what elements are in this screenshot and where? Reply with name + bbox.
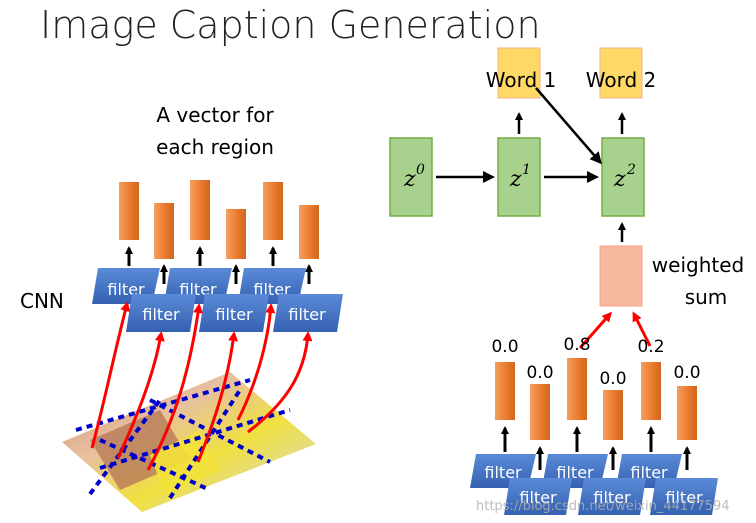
state-z2-sup: 2 [626, 162, 636, 178]
filter-label: filter [665, 488, 703, 507]
decoder-arrows [436, 87, 626, 242]
left-filters-front: filter filter filter [126, 294, 343, 332]
feature-vector-bar [530, 384, 550, 440]
vector-caption-line1: A vector for [156, 103, 274, 127]
state-z2 [601, 137, 645, 217]
feature-vector-bar [263, 182, 283, 240]
feature-vector-bar [190, 180, 210, 240]
state-z1-sup: 1 [522, 162, 531, 178]
state-z2-base: z [613, 167, 626, 192]
state-z0 [389, 137, 433, 217]
weighted-sum-box [599, 245, 643, 307]
word-box-1 [497, 47, 541, 99]
filter-label: filter [630, 463, 668, 482]
feature-vector-bar [603, 390, 623, 440]
word-2-label: Word 2 [586, 68, 657, 92]
weighted-sum-label-line1: weighted [652, 253, 744, 277]
filter-label: filter [593, 488, 631, 507]
attention-red-arrows [578, 311, 652, 349]
feature-vector-bar [495, 362, 515, 420]
feature-vector-bar [299, 205, 319, 259]
filter-shape [650, 478, 718, 515]
word-1-label: Word 1 [486, 68, 557, 92]
watermark: https://blog.csdn.net/weixin_44177594 [476, 499, 730, 514]
state-z1-base: z [509, 167, 522, 192]
attention-weight: 0.2 [637, 337, 664, 357]
attention-weight: 0.8 [563, 335, 590, 355]
feature-vector-bar [226, 209, 246, 259]
filter-label: filter [142, 305, 180, 324]
decoder-states: z 0 z 1 z 2 [389, 137, 645, 217]
feature-vector-bar [677, 386, 697, 440]
attention-weight: 0.0 [526, 363, 553, 383]
filter-shape [199, 294, 269, 332]
weighted-sum-label-line2: sum [685, 285, 728, 309]
vector-caption-line2: each region [156, 135, 274, 159]
slide-title: Image Caption Generation [40, 3, 541, 47]
filter-label: filter [215, 305, 253, 324]
attention-weight: 0.0 [673, 363, 700, 383]
decoder-words: Word 1 Word 2 [486, 47, 657, 99]
feature-vector-bar [119, 182, 139, 240]
filter-label: filter [519, 488, 557, 507]
left-red-arrows [90, 301, 313, 471]
feature-vector-bar [154, 203, 174, 259]
state-z1 [497, 137, 541, 217]
filter-shape [578, 478, 646, 515]
feature-vector-bar [641, 362, 661, 420]
cnn-label: CNN [20, 289, 64, 313]
right-filters-back: filter filter filter [470, 454, 682, 488]
left-feature-vectors [119, 180, 319, 259]
right-feature-vectors [495, 358, 697, 440]
filter-label: filter [288, 305, 326, 324]
attention-weight: 0.0 [599, 369, 626, 389]
input-image [62, 372, 316, 512]
left-up-arrows [125, 246, 313, 284]
right-filters-front: filter filter filter [504, 478, 718, 515]
filter-shape [504, 478, 572, 515]
right-up-arrows [501, 426, 691, 470]
attention-weight: 0.0 [491, 337, 518, 357]
filter-label: filter [484, 463, 522, 482]
state-z0-base: z [403, 167, 416, 192]
filter-shape [273, 294, 343, 332]
filter-shape [126, 294, 196, 332]
word-box-2 [599, 47, 643, 99]
attention-weights: 0.0 0.0 0.8 0.0 0.2 0.0 [491, 335, 700, 389]
feature-vector-bar [567, 358, 587, 420]
state-z0-sup: 0 [416, 162, 425, 178]
filter-label: filter [556, 463, 594, 482]
left-filters-back: filter filter filter [92, 268, 306, 304]
